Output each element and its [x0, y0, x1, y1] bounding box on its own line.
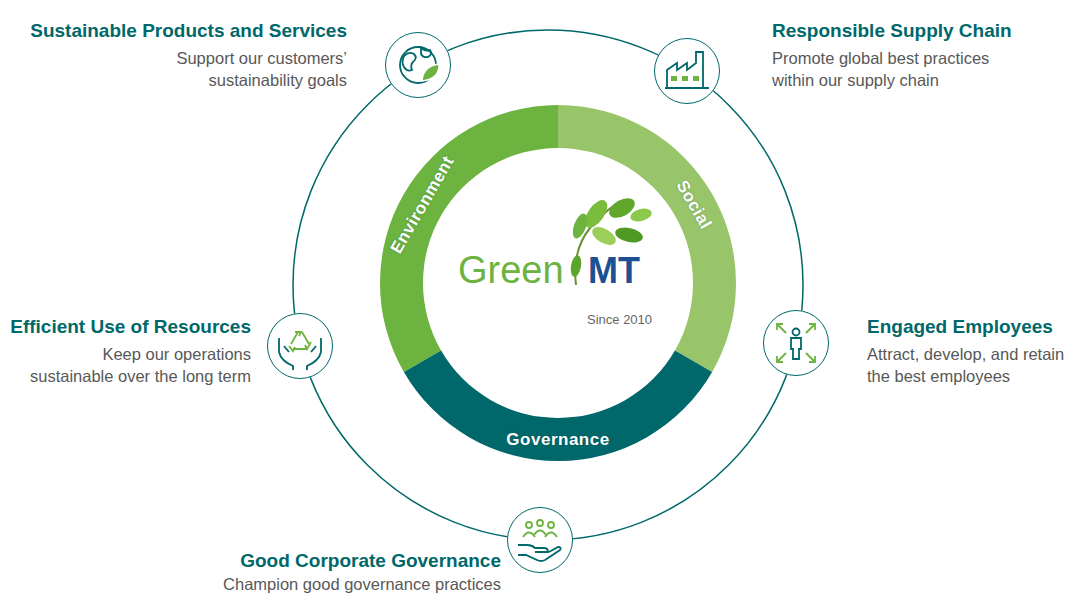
- factory-window: [671, 76, 677, 81]
- factory-outline: [667, 52, 703, 88]
- globe-icon: [400, 47, 439, 83]
- band-label: Governance: [506, 430, 609, 450]
- band-arc: [404, 351, 712, 462]
- arrow-heads: [777, 324, 815, 362]
- arrows: [777, 324, 815, 362]
- person-head: [537, 520, 543, 526]
- factory-icon: [665, 52, 709, 88]
- person-body: [791, 338, 801, 359]
- recycle-heads: [289, 332, 311, 351]
- leaf: [569, 254, 583, 277]
- topic-description: Promote global best practices within our…: [772, 47, 1007, 91]
- leaf-mark: [422, 64, 439, 81]
- people-bodies: [523, 531, 557, 538]
- leaf: [589, 223, 619, 248]
- factory-window: [682, 76, 688, 81]
- person-head: [526, 522, 532, 528]
- topic-heading: Efficient Use of Resources: [10, 315, 251, 339]
- person-head: [793, 329, 800, 336]
- logo-word: Green: [458, 251, 564, 289]
- icon-disc: [385, 32, 451, 98]
- icon-disc: [267, 313, 333, 379]
- ground-line: [665, 87, 709, 89]
- topic-circle: Efficient Use of ResourcesKeep our opera…: [267, 313, 333, 379]
- recycle-hands-icon: [279, 332, 321, 370]
- person-head: [548, 522, 554, 528]
- topic-heading: Responsible Supply Chain: [772, 19, 1012, 43]
- topic-heading: Sustainable Products and Services: [30, 19, 347, 43]
- icon-disc: [654, 38, 720, 104]
- topic-description: Champion good governance practices: [171, 573, 501, 595]
- band-arc: [558, 105, 736, 372]
- topic-description: Attract, develop, and retain the best em…: [867, 343, 1072, 387]
- hands: [279, 338, 321, 370]
- topic-circle: Engaged EmployeesAttract, develop, and r…: [763, 310, 829, 376]
- icon-disc: [763, 310, 829, 376]
- topic-circle: Good Corporate GovernanceChampion good g…: [507, 507, 573, 573]
- leaf: [570, 212, 590, 241]
- continent: [421, 48, 431, 57]
- icon-disc: [507, 507, 573, 573]
- governance-icon: [518, 520, 561, 561]
- factory-window: [693, 76, 699, 81]
- hand: [518, 545, 561, 561]
- band-arc: [380, 105, 558, 372]
- topic-description: Keep our operations sustainable over the…: [23, 343, 251, 387]
- icon-discs: [267, 32, 829, 573]
- topic-description: Support our customers’ sustainability go…: [162, 47, 347, 91]
- founding-year: Since 2010: [587, 313, 652, 326]
- leaf: [614, 225, 644, 245]
- continent: [403, 53, 416, 71]
- outer-ring: [293, 30, 803, 540]
- topic-circle: Responsible Supply ChainPromote global b…: [654, 38, 720, 104]
- topic-heading: Good Corporate Governance: [240, 549, 501, 573]
- employee-icon: [777, 324, 815, 362]
- topic-circle: Sustainable Products and ServicesSupport…: [385, 32, 451, 98]
- logo-word: MT: [588, 253, 640, 289]
- topic-heading: Engaged Employees: [867, 315, 1053, 339]
- leaf: [629, 206, 653, 223]
